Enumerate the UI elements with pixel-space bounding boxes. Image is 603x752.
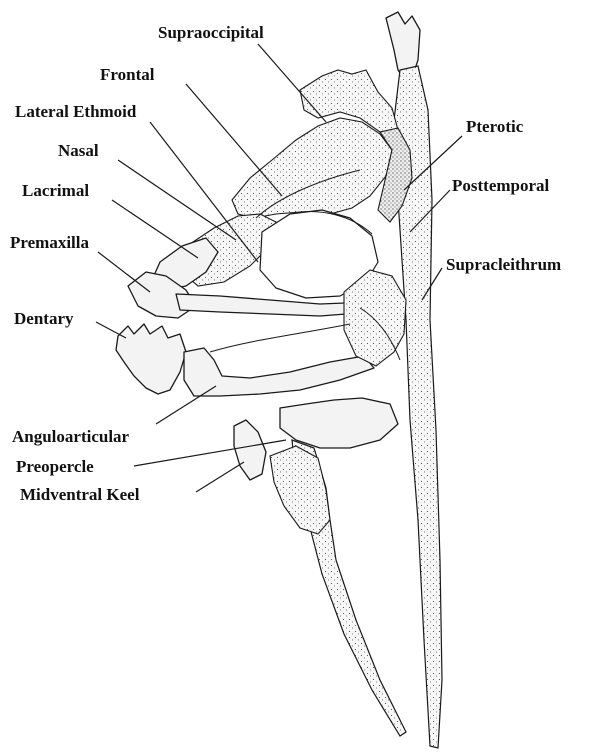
label-lateral-ethmoid: Lateral Ethmoid xyxy=(15,102,137,121)
label-anguloarticular: Anguloarticular xyxy=(12,427,130,446)
preopercle-bone xyxy=(280,398,398,448)
label-midventral-keel: Midventral Keel xyxy=(20,485,140,504)
label-premaxilla: Premaxilla xyxy=(10,233,89,252)
label-preopercle: Preopercle xyxy=(16,457,94,476)
label-dentary: Dentary xyxy=(14,309,74,328)
leader-dentary xyxy=(96,322,126,338)
label-supraoccipital: Supraoccipital xyxy=(158,23,264,42)
dentary-bone xyxy=(116,324,186,394)
leader-lacrimal xyxy=(112,200,198,258)
label-supracleithrum: Supracleithrum xyxy=(446,255,561,274)
leader-frontal xyxy=(186,84,282,196)
label-posttemporal: Posttemporal xyxy=(452,176,550,195)
label-nasal: Nasal xyxy=(58,141,99,160)
leader-nasal xyxy=(118,160,236,240)
leader-midventral-keel xyxy=(196,462,244,492)
label-lacrimal: Lacrimal xyxy=(22,181,89,200)
jaw-line xyxy=(210,324,350,352)
skull-drawing xyxy=(116,12,442,748)
leader-premaxilla xyxy=(98,252,150,292)
label-frontal: Frontal xyxy=(100,65,155,84)
pelvic-paddle xyxy=(270,446,330,534)
label-pterotic: Pterotic xyxy=(466,117,524,136)
frontal-bone xyxy=(232,118,392,218)
midventral-keel-bone xyxy=(234,420,266,480)
maxilla-rod xyxy=(176,294,372,316)
